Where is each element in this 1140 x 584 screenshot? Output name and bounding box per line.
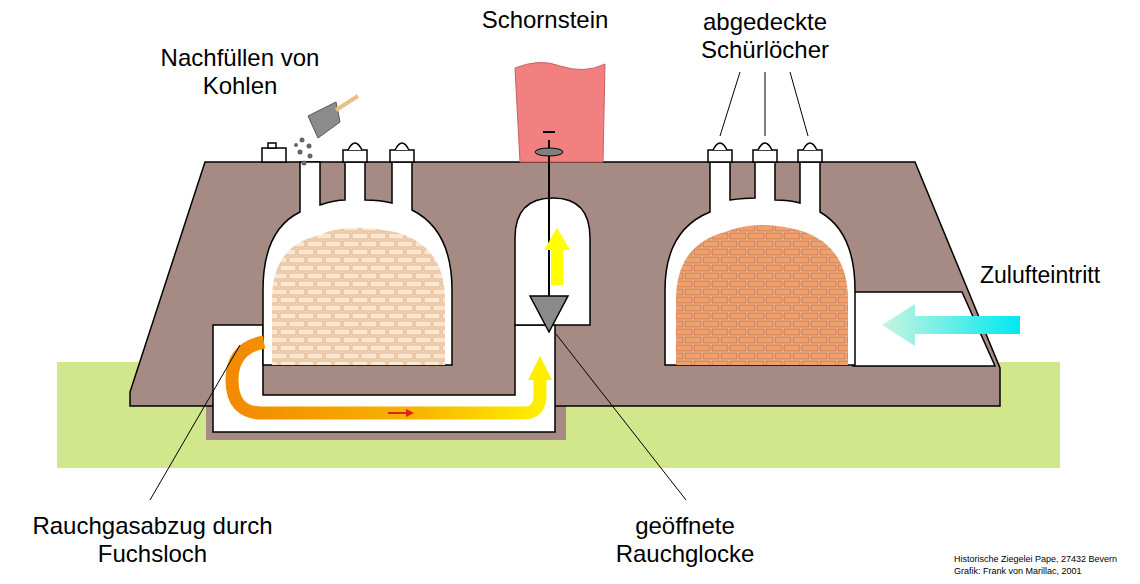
callout-label: Schornstein — [455, 6, 635, 34]
callout-label: geöffnete Rauchglocke — [580, 512, 790, 567]
credit-note: Historische Ziegelei Pape, 27432 Bevern — [954, 554, 1136, 564]
callout-label: Zulufteintritt — [980, 262, 1136, 288]
callout-label: Rauchgasabzug durch Fuchsloch — [0, 512, 305, 567]
callout-label: Nachfüllen von Kohlen — [125, 44, 355, 99]
credit-note: Grafik: Frank von Marillac, 2001 — [954, 566, 1136, 576]
callout-label: abgedeckte Schürlöcher — [670, 8, 860, 63]
